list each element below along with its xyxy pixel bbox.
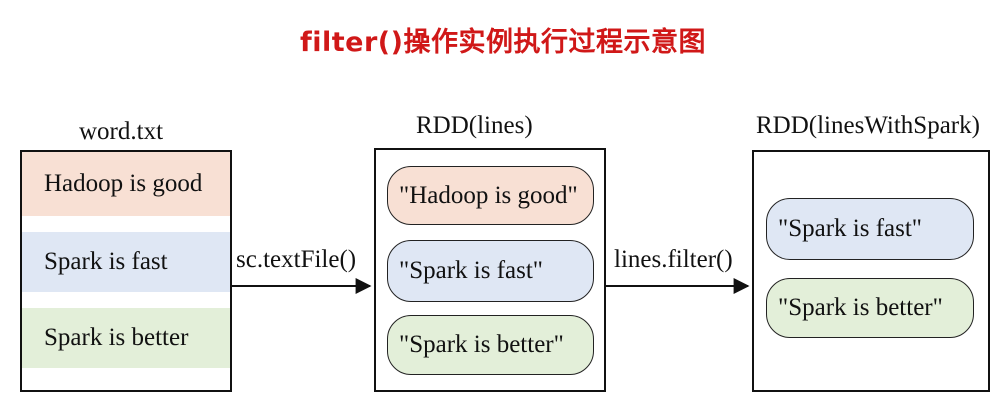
rdd-item-text: "Spark is fast"	[399, 257, 544, 284]
rdd-filtered-item-1: "Spark is fast"	[766, 198, 974, 260]
rdd-lines-panel: "Hadoop is good" "Spark is fast" "Spark …	[374, 148, 606, 392]
rdd-item-text: "Spark is better"	[778, 294, 943, 321]
file-row-2: Spark is fast	[22, 232, 230, 292]
diagram-title: filter()操作实例执行过程示意图	[300, 27, 706, 58]
arrow-filter-label: lines.filter()	[614, 246, 733, 273]
rdd-item-text: "Spark is fast"	[778, 215, 923, 242]
rdd-item-text: "Hadoop is good"	[399, 181, 578, 209]
rdd-filtered-panel: "Spark is fast" "Spark is better"	[752, 150, 990, 392]
file-row-text: Spark is better	[44, 324, 189, 351]
file-panel: Hadoop is good Spark is fast Spark is be…	[20, 150, 232, 392]
rdd-lines-item-2: "Spark is fast"	[387, 240, 594, 302]
file-row-text: Hadoop is good	[44, 170, 203, 197]
rdd-filtered-item-2: "Spark is better"	[766, 278, 974, 338]
file-row-text: Spark is fast	[44, 248, 168, 275]
rdd-lines-item-1: "Hadoop is good"	[387, 166, 594, 225]
file-row-1: Hadoop is good	[22, 152, 230, 216]
arrow-textfile-label: sc.textFile()	[236, 246, 357, 273]
rdd-lines-label: RDD(lines)	[416, 112, 533, 139]
file-row-3: Spark is better	[22, 308, 230, 368]
rdd-filtered-label: RDD(linesWithSpark)	[756, 112, 980, 139]
file-label: word.txt	[79, 118, 164, 145]
rdd-item-text: "Spark is better"	[399, 331, 564, 358]
rdd-lines-item-3: "Spark is better"	[387, 315, 594, 375]
